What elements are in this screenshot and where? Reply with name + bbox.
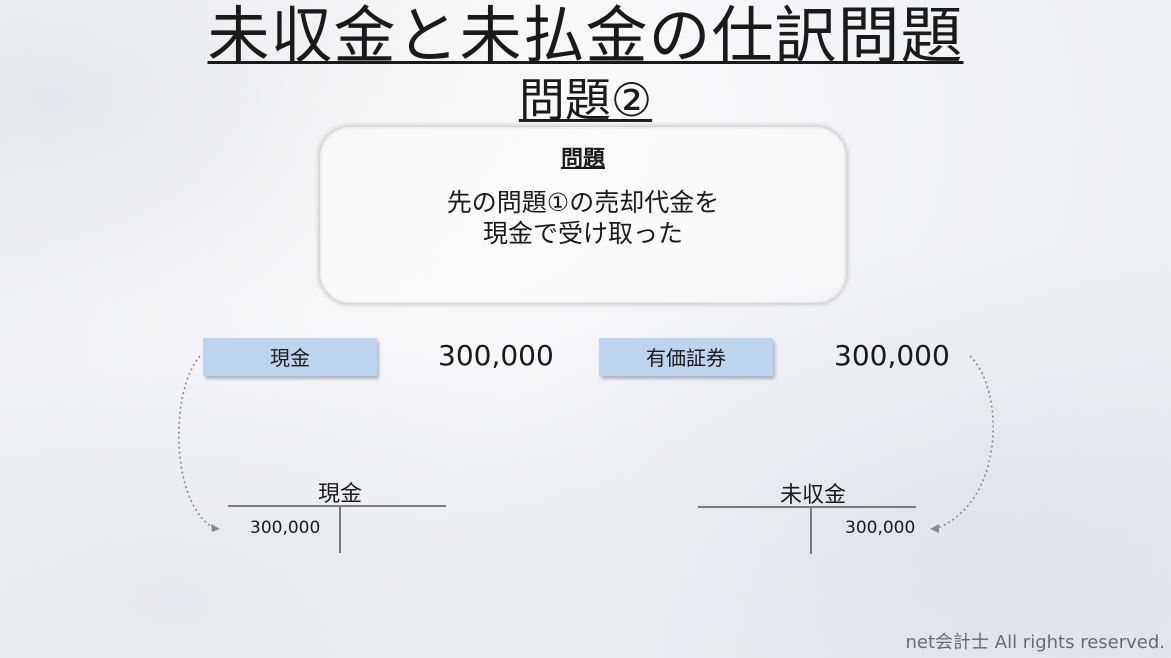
problem-line-1: 先の問題①の売却代金を [446, 188, 720, 217]
slide-title: 未収金と未払金の仕訳問題 [207, 0, 964, 72]
credit-amount: 300,000 [834, 339, 950, 372]
posting-arrow-right [937, 355, 994, 529]
posting-arrow-left [178, 355, 213, 528]
t-account-cash-title: 現金 [317, 482, 362, 507]
debit-account-box: 現金 [203, 338, 377, 376]
copyright-footer: net会計士 All rights reserved. [905, 632, 1166, 653]
t-account-receivable-title: 未収金 [779, 483, 846, 508]
debit-amount: 300,000 [438, 339, 554, 372]
slide-subtitle: 問題② [518, 73, 653, 127]
problem-text: 先の問題①の売却代金を 現金で受け取った [320, 187, 846, 249]
t-account-receivable-credit: 300,000 [845, 518, 916, 538]
problem-box: 問題 先の問題①の売却代金を 現金で受け取った [320, 127, 846, 303]
t-account-cash-vline [339, 506, 341, 553]
problem-heading: 問題 [560, 147, 605, 172]
t-account-receivable-hline [698, 506, 916, 508]
t-account-cash-debit: 300,000 [250, 518, 321, 538]
t-account-cash-hline [228, 505, 446, 507]
t-account-receivable-vline [810, 507, 812, 554]
arrowhead-right [930, 524, 939, 533]
credit-account-box: 有価証券 [599, 338, 773, 376]
problem-line-2: 現金で受け取った [482, 219, 683, 248]
arrowhead-left [211, 524, 220, 532]
